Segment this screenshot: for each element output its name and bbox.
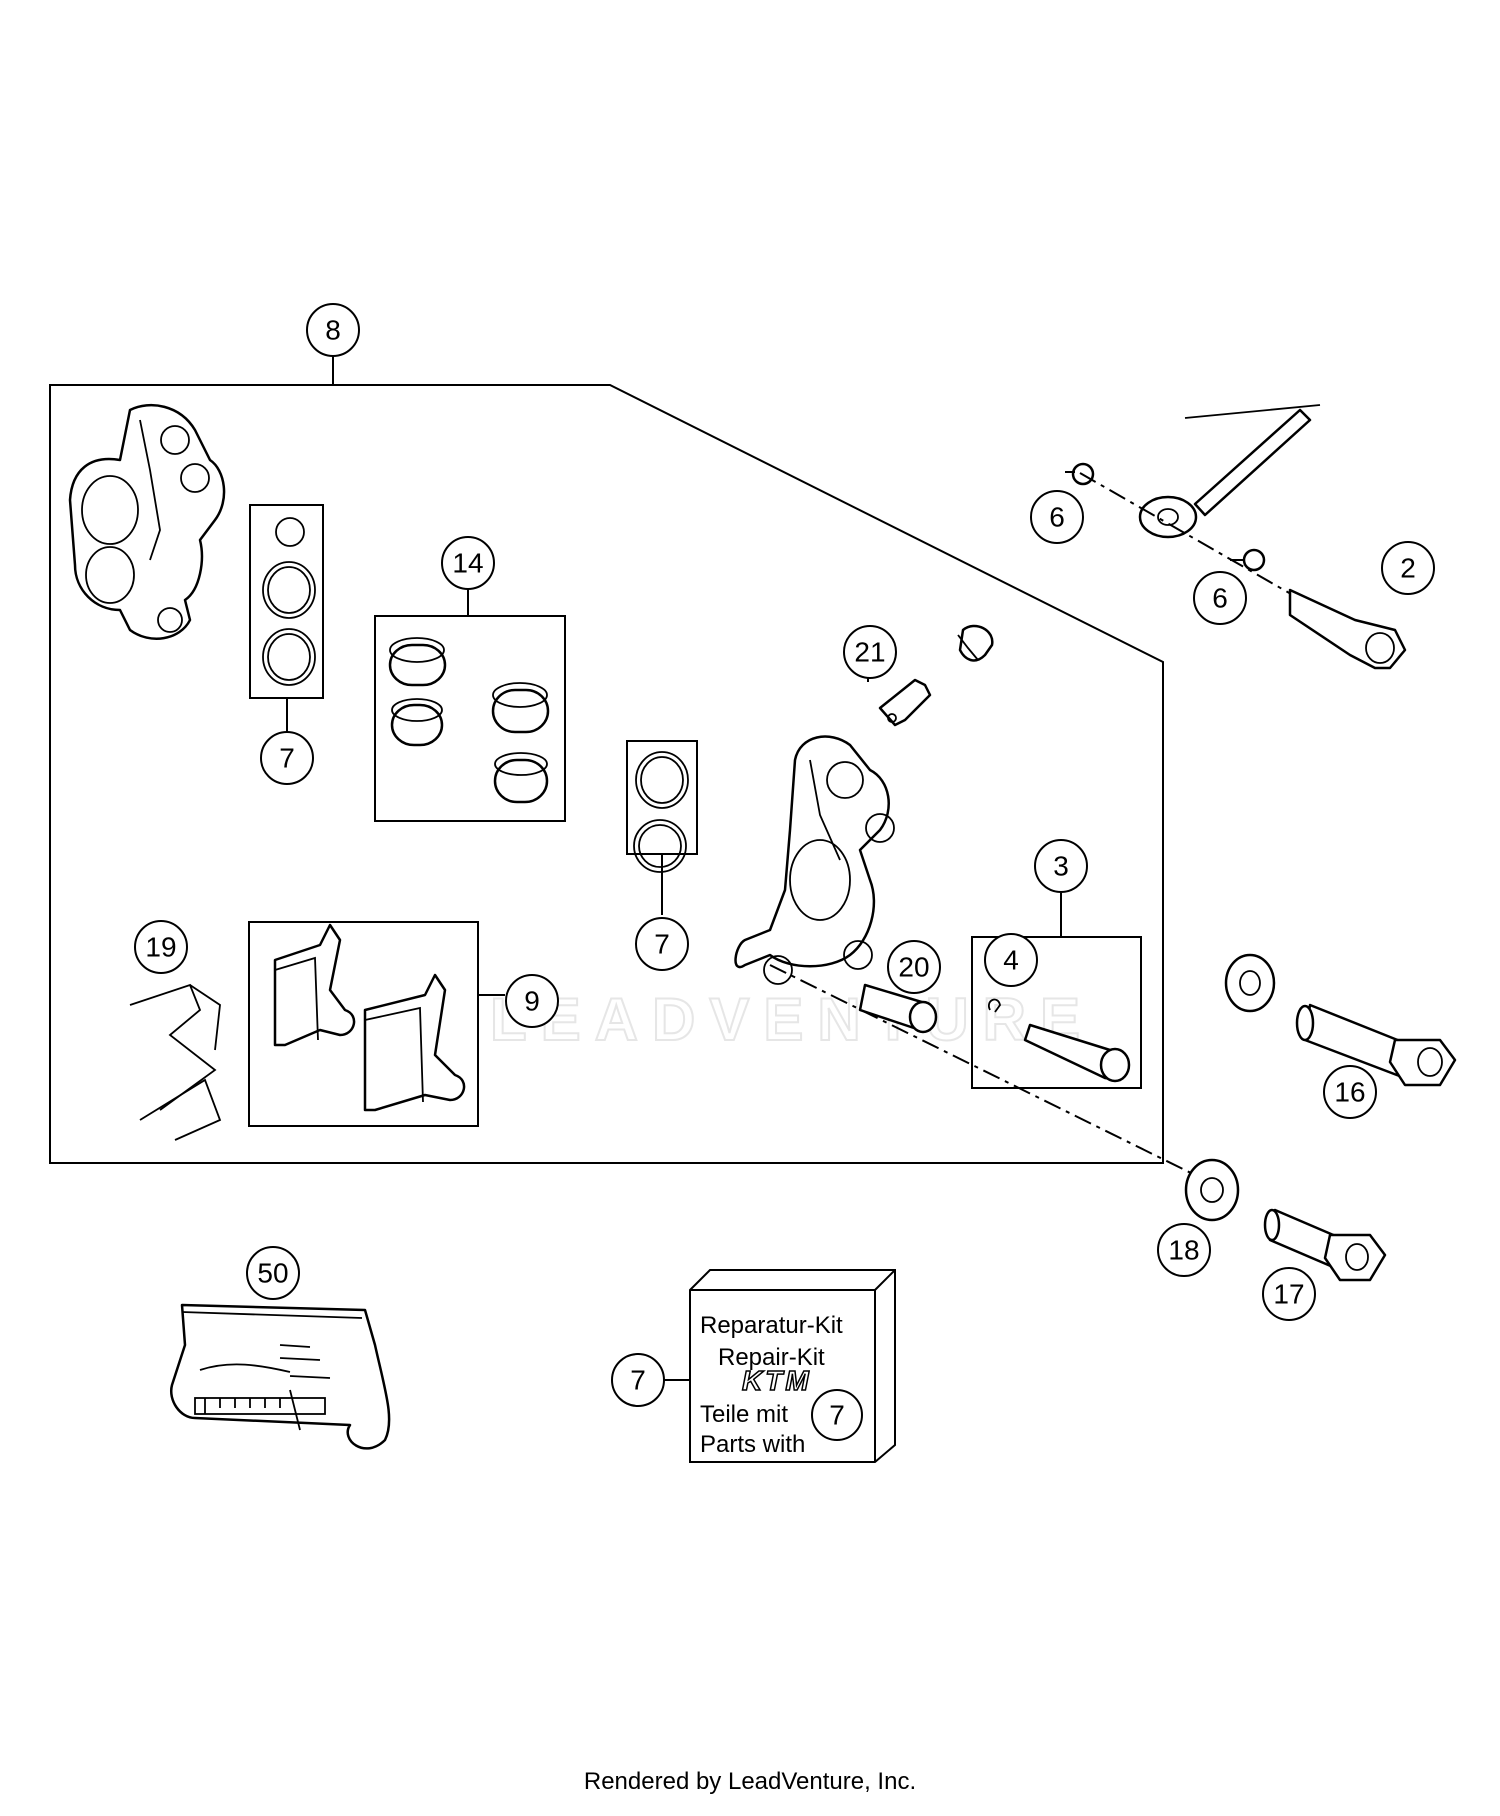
caliper-half-right — [734, 735, 895, 985]
callout-7-kit: 7 — [611, 1353, 665, 1407]
svg-text:3: 3 — [1053, 851, 1069, 882]
caliper-half-left — [68, 403, 226, 640]
callout-3: 3 — [1034, 839, 1088, 893]
svg-text:16: 16 — [1334, 1077, 1365, 1108]
bolt-17 — [1263, 1208, 1387, 1282]
svg-text:17: 17 — [1273, 1279, 1304, 1310]
svg-text:6: 6 — [1049, 502, 1065, 533]
bolt-16 — [1295, 1003, 1457, 1087]
seals-middle — [633, 751, 689, 873]
svg-text:7: 7 — [829, 1400, 845, 1431]
repair-kit-line2: Repair-Kit — [718, 1344, 825, 1371]
piston-kit-box — [374, 615, 566, 822]
assembly-boundary — [49, 384, 1164, 1164]
svg-text:21: 21 — [854, 637, 885, 668]
repair-kit-line3: Teile mit — [700, 1401, 788, 1428]
svg-text:7: 7 — [279, 743, 295, 774]
seals-left — [262, 517, 316, 686]
grease-pouch — [169, 1303, 391, 1450]
svg-text:9: 9 — [524, 986, 540, 1017]
brake-pads-box — [248, 921, 479, 1127]
pad-spring — [129, 983, 222, 1141]
pistons — [388, 637, 550, 804]
callout-21: 21 — [843, 625, 897, 679]
callout-20: 20 — [887, 940, 941, 994]
svg-text:6: 6 — [1212, 583, 1228, 614]
svg-text:14: 14 — [452, 548, 483, 579]
seal-kit-box-middle — [626, 740, 698, 855]
repair-kit-line1: Reparatur-Kit — [700, 1312, 843, 1339]
svg-text:20: 20 — [898, 952, 929, 983]
callout-18: 18 — [1157, 1223, 1211, 1277]
svg-text:8: 8 — [325, 315, 341, 346]
brake-pads — [273, 923, 466, 1112]
svg-text:4: 4 — [1003, 945, 1019, 976]
guide-pin — [988, 998, 1131, 1083]
guide-pin-kit-box — [971, 936, 1142, 1089]
callout-9: 9 — [505, 974, 559, 1028]
callout-16: 16 — [1323, 1065, 1377, 1119]
repair-kit-line4: Parts with — [700, 1431, 805, 1458]
callout-6-upper: 6 — [1030, 490, 1084, 544]
ktm-logo: KTM — [742, 1365, 812, 1396]
washer-upper — [1224, 953, 1276, 1013]
repair-kit-illustration: Reparatur-Kit Repair-Kit KTM Teile mit P… — [689, 1269, 896, 1463]
svg-text:7: 7 — [630, 1365, 646, 1396]
svg-text:50: 50 — [257, 1258, 288, 1289]
callout-19: 19 — [134, 920, 188, 974]
callout-14: 14 — [441, 536, 495, 590]
callout-6-lower: 6 — [1193, 571, 1247, 625]
callout-2: 2 — [1381, 541, 1435, 595]
callout-17: 17 — [1262, 1267, 1316, 1321]
bushing — [858, 983, 938, 1034]
svg-text:7: 7 — [654, 929, 670, 960]
svg-text:2: 2 — [1400, 553, 1416, 584]
brake-hose — [1071, 404, 1407, 670]
bleed-screw — [878, 624, 994, 727]
callout-7-left: 7 — [260, 731, 314, 785]
watermark: LEADVENTURE — [490, 986, 1094, 1053]
callout-50: 50 — [246, 1246, 300, 1300]
callout-7-inkit: 7 — [811, 1389, 863, 1441]
callout-4: 4 — [984, 933, 1038, 987]
axis-line — [769, 964, 1196, 1176]
footer-credit: Rendered by LeadVenture, Inc. — [583, 1768, 917, 1795]
svg-text:19: 19 — [145, 932, 176, 963]
svg-text:18: 18 — [1168, 1235, 1199, 1266]
callout-8: 8 — [306, 303, 360, 357]
washer-18 — [1184, 1158, 1240, 1222]
callout-7-middle: 7 — [635, 917, 689, 971]
